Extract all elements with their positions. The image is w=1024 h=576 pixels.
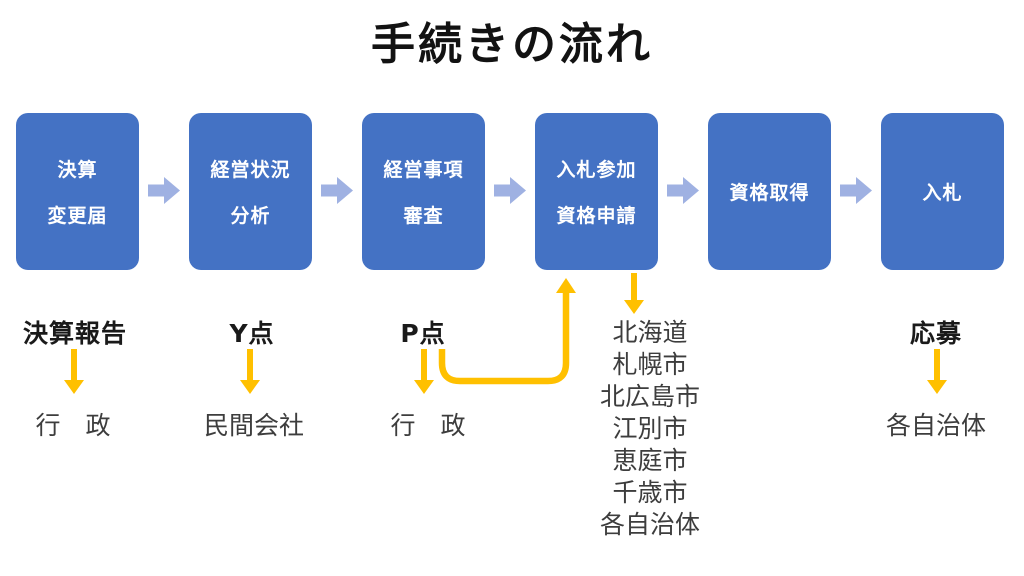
down-arrow-icon xyxy=(64,349,84,394)
flow-arrow-icon xyxy=(667,177,699,204)
process-box-nyuusatsu: 入札 xyxy=(881,113,1004,270)
process-box-keiei-jikou-shinsa: 経営事項 審査 xyxy=(362,113,485,270)
box-line: 入札参加 xyxy=(556,159,637,181)
municipality-item: 北広島市 xyxy=(599,382,701,411)
process-box-shikaku-shutoku: 資格取得 xyxy=(708,113,831,270)
down-arrow-icon xyxy=(624,273,644,314)
annotation-result-gyousei: 行 政 xyxy=(35,411,111,440)
page-title: 手続きの流れ xyxy=(371,19,653,70)
annotation-label-y-ten: Y点 xyxy=(229,319,275,348)
annotation-label-p-ten: P点 xyxy=(400,319,446,348)
annotation-label-oubo: 応募 xyxy=(909,319,963,348)
annotation-result-minkan-gaisha: 民間会社 xyxy=(203,411,305,440)
flow-arrow-icon xyxy=(321,177,353,204)
box-line: 資格取得 xyxy=(729,182,810,204)
box-line: 審査 xyxy=(403,205,444,227)
down-arrow-icon xyxy=(927,349,947,394)
process-box-kessan-henkoutodoke: 決算 変更届 xyxy=(16,113,139,270)
annotation-result-kaku-jichitai: 各自治体 xyxy=(885,411,987,440)
flow-arrow-icon xyxy=(148,177,180,204)
municipality-item: 千歳市 xyxy=(612,478,688,507)
box-line: 変更届 xyxy=(47,205,108,227)
box-line: 資格申請 xyxy=(556,205,637,227)
municipality-item: 各自治体 xyxy=(599,510,701,539)
annotation-label-kessan-houkoku: 決算報告 xyxy=(22,319,128,348)
down-arrow-icon xyxy=(414,349,434,394)
flow-arrow-icon xyxy=(840,177,872,204)
flow-arrow-icon xyxy=(494,177,526,204)
municipality-list: 北海道 札幌市 北広島市 江別市 恵庭市 千歳市 各自治体 xyxy=(600,317,700,541)
box-line: 分析 xyxy=(230,205,271,227)
municipality-item: 江別市 xyxy=(612,414,688,443)
municipality-item: 恵庭市 xyxy=(612,446,688,475)
box-line: 経営事項 xyxy=(383,159,464,181)
process-box-nyuusatsu-sanka-shikaku-shinsei: 入札参加 資格申請 xyxy=(535,113,658,270)
box-line: 経営状況 xyxy=(210,159,291,181)
box-line: 入札 xyxy=(922,182,963,204)
down-arrow-icon xyxy=(240,349,260,394)
process-box-keiei-joukyou-bunseki: 経営状況 分析 xyxy=(189,113,312,270)
box-line: 決算 xyxy=(57,159,98,181)
municipality-item: 札幌市 xyxy=(612,350,688,379)
annotation-result-gyousei: 行 政 xyxy=(390,411,466,440)
municipality-item: 北海道 xyxy=(612,318,688,347)
